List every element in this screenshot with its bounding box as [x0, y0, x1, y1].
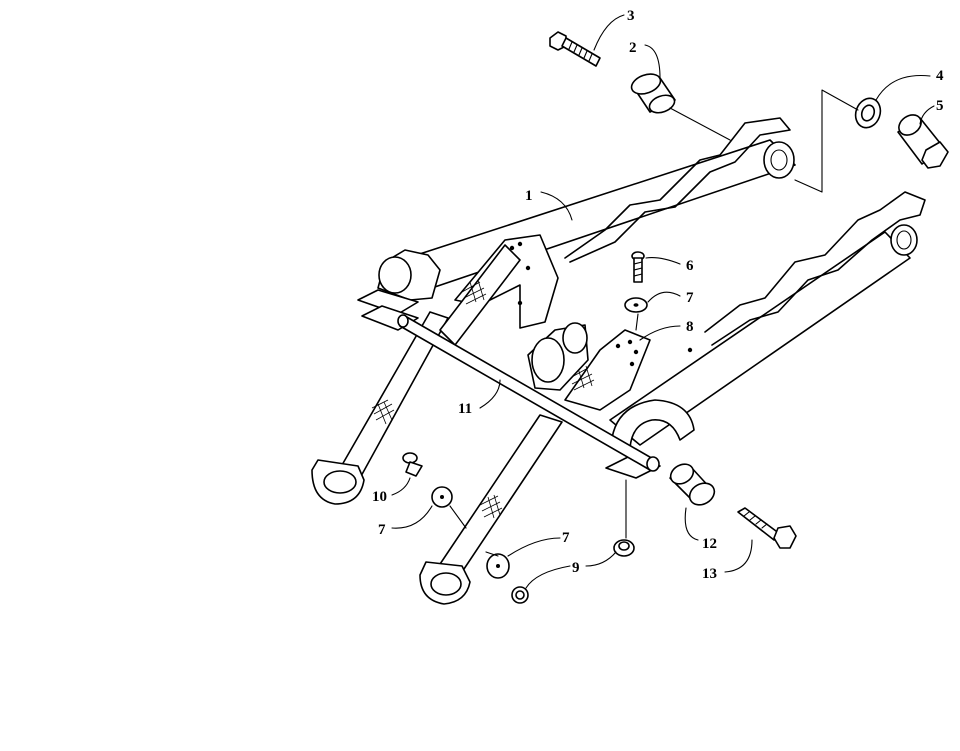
cross-shaft: [397, 314, 660, 472]
callout-8: 8: [686, 319, 694, 335]
callout-4: 4: [936, 68, 944, 84]
callout-11: 11: [458, 401, 472, 417]
bolt-13: [737, 507, 797, 549]
callout-1: 1: [525, 188, 533, 204]
washer-7-left: [431, 486, 453, 508]
callout-6: 6: [686, 258, 694, 274]
callout-2: 2: [629, 40, 637, 56]
callout-3: 3: [627, 8, 635, 24]
callout-13: 13: [702, 566, 717, 582]
leader-lines: [391, 14, 935, 589]
flange-nut-5: [897, 114, 949, 169]
callout-12: 12: [702, 536, 717, 552]
callout-7-left: 7: [378, 522, 386, 538]
pivot-boss: [527, 322, 589, 391]
washer-7-top: [624, 297, 648, 313]
left-arm-hatch: [371, 399, 395, 425]
bushing-12: [669, 463, 716, 506]
callout-7-bottom: 7: [562, 530, 570, 546]
bushing-2: [630, 73, 676, 114]
nut-9-right: [613, 539, 635, 557]
callout-5: 5: [936, 98, 944, 114]
callout-7-top: 7: [686, 290, 694, 306]
washer-4: [854, 97, 882, 129]
center-bracket: [439, 234, 559, 346]
nut-9-bottom: [511, 586, 529, 604]
callout-9: 9: [572, 560, 580, 576]
right-arm-hatch: [479, 365, 595, 519]
screw-10: [402, 452, 423, 477]
screw-6: [631, 251, 645, 283]
callout-labels: 1 2 3 4 5 6 7 7 7 8 9 10 11 12 13: [372, 8, 944, 582]
left-arm: [311, 117, 796, 505]
washer-7-bottom: [486, 553, 510, 579]
bolt-3: [549, 31, 601, 67]
center-hatch: [461, 279, 487, 305]
callout-10: 10: [372, 489, 387, 505]
